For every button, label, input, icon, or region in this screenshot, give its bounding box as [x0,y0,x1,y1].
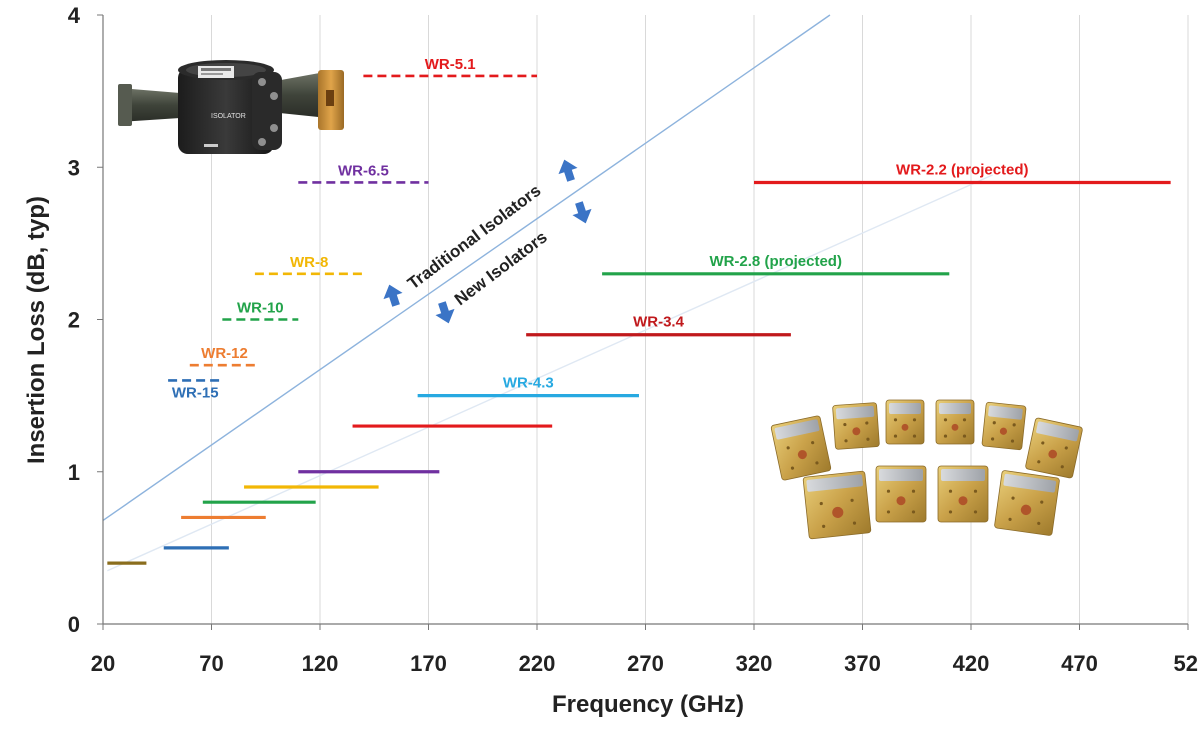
y-tick-label: 1 [68,460,80,485]
isolator-block [802,470,872,540]
new-series-label: WR-3.4 [633,314,684,331]
y-tick-label: 2 [68,308,80,333]
arrow-up-icon [558,159,578,182]
isolator-block [1025,417,1083,479]
arrow-down-icon [435,301,455,324]
x-axis-label: Frequency (GHz) [552,691,744,718]
trend-line [107,174,993,572]
x-tick-label: 370 [844,651,881,676]
isolator-block [875,465,927,523]
x-tick-label: 120 [302,651,339,676]
isolator-body-label: ISOLATOR [211,113,246,120]
y-tick-label: 3 [68,155,80,180]
x-tick-label: 170 [410,651,447,676]
trend-line [102,14,831,522]
isolator-block [770,415,832,481]
isolator-block [832,402,880,450]
traditional-series-label: WR-6.5 [338,162,389,179]
series-layer [107,74,1171,565]
new-series-label: WR-2.8 (projected) [709,253,842,270]
traditional-isolator-photo: ISOLATOR [118,60,344,154]
x-tick-label: 220 [519,651,556,676]
y-axis-label: Insertion Loss (dB, typ) [23,196,50,464]
isolator-block [937,465,989,523]
traditional-series-label: WR-15 [172,384,219,401]
x-tick-label: 52 [1174,651,1198,676]
x-tick-label: 320 [736,651,773,676]
isolator-block [994,470,1060,536]
trend-layer [102,14,993,572]
new-series-label: WR-2.2 (projected) [896,161,1029,178]
arrow-up-icon [383,284,403,307]
traditional-series-label: WR-10 [237,300,284,317]
traditional-series-label: WR-8 [290,254,328,271]
x-tick-label: 20 [91,651,115,676]
traditional-series-label: WR-5.1 [425,56,476,73]
x-tick-label: 470 [1061,651,1098,676]
arrow-down-icon [572,201,592,224]
isolator-block [885,399,925,445]
x-tick-label: 70 [199,651,223,676]
y-tick-label: 4 [68,3,81,28]
y-tick-label: 0 [68,612,80,637]
new-series-label: WR-4.3 [503,375,554,392]
new-isolators-photo [770,399,1083,540]
x-tick-labels: 20 70 120 170 220 270 320 370 420 470 52 [91,651,1198,676]
traditional-series-label: WR-12 [201,345,248,362]
isolator-block [935,399,975,445]
axes-layer [97,14,1189,630]
x-tick-label: 420 [953,651,990,676]
x-tick-label: 270 [627,651,664,676]
series-labels-layer: WR-15 WR-12 WR-10 WR-8 WR-6.5 WR-5.1WR-4.3 WR-… [172,56,1029,401]
y-tick-labels: 0 1 2 3 4 [68,3,81,637]
isolator-block [981,401,1027,451]
